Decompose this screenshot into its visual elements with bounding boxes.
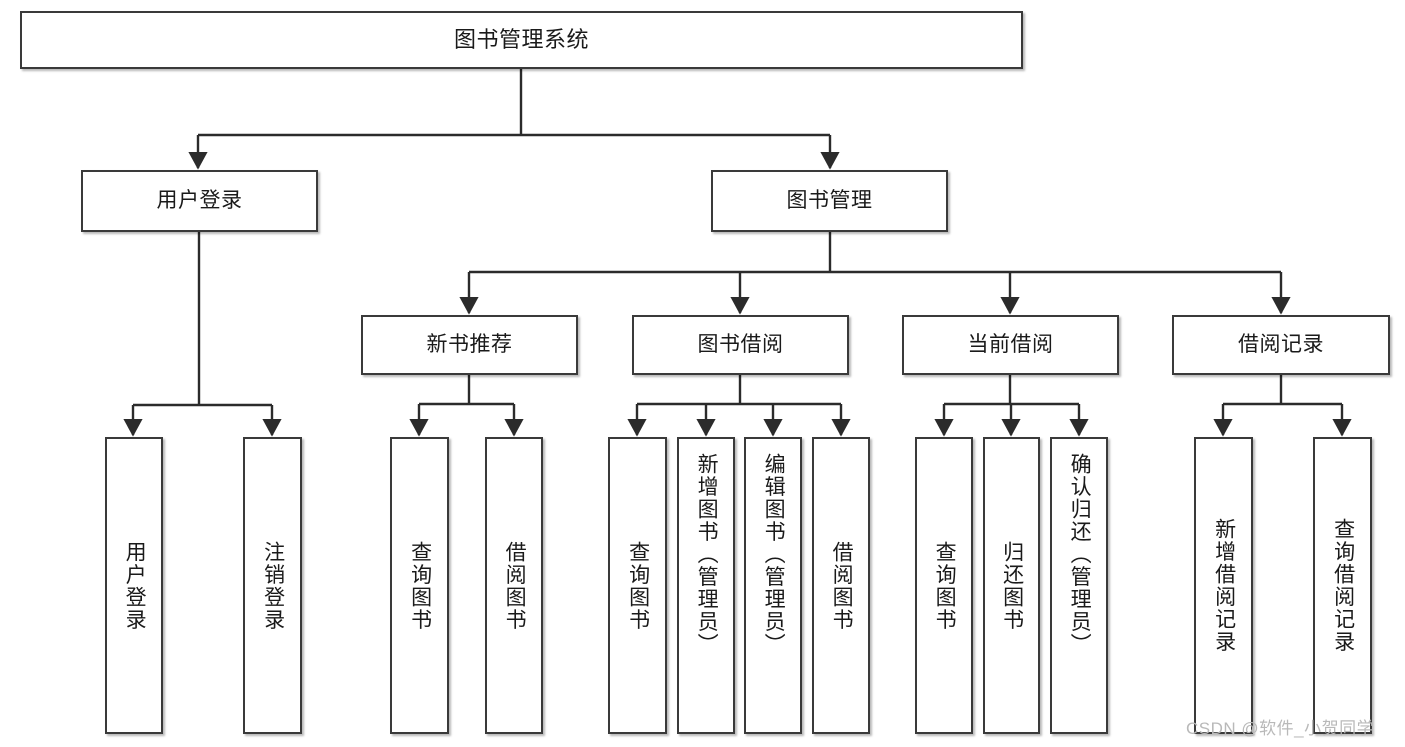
node-label: 确认归还（管理员） [1068,453,1092,656]
node-borrow-record[interactable]: 借阅记录 [1172,315,1390,375]
leaf-record-add-borrow-record[interactable]: 新增借阅记录 [1194,437,1253,734]
leaf-borrow-borrow-book[interactable]: 借阅图书 [812,437,870,734]
node-label: 当前借阅 [967,332,1054,356]
node-book-management-system[interactable]: 图书管理系统 [20,11,1023,69]
node-book-borrow[interactable]: 图书借阅 [632,315,849,375]
node-user-login[interactable]: 用户登录 [81,170,318,232]
leaf-current-return-book[interactable]: 归还图书 [983,437,1040,734]
leaf-borrow-edit-book-admin[interactable]: 编辑图书（管理员） [744,437,802,734]
leaf-borrow-query-book[interactable]: 查询图书 [608,437,667,734]
leaf-borrow-add-book-admin[interactable]: 新增图书（管理员） [677,437,735,734]
node-label: 图书管理系统 [453,27,589,53]
node-label: 图书借阅 [697,332,784,356]
node-label: 借阅图书 [503,540,527,631]
node-label: 注销登录 [261,540,285,631]
node-label: 编辑图书（管理员） [762,453,786,656]
node-book-management[interactable]: 图书管理 [711,170,948,232]
node-label: 查询图书 [626,540,650,631]
node-label: 查询借阅记录 [1331,518,1355,653]
leaf-current-query-book[interactable]: 查询图书 [915,437,973,734]
node-label: 归还图书 [1000,540,1024,631]
node-label: 新增借阅记录 [1212,518,1236,653]
node-label: 用户登录 [156,188,243,212]
leaf-record-query-borrow-record[interactable]: 查询借阅记录 [1313,437,1372,734]
node-label: 查询图书 [408,540,432,631]
leaf-user-login-signout[interactable]: 注销登录 [243,437,302,734]
node-label: 新书推荐 [426,332,513,356]
node-label: 新增图书（管理员） [695,453,719,656]
node-label: 借阅记录 [1238,332,1324,356]
leaf-recommend-borrow-book[interactable]: 借阅图书 [485,437,543,734]
leaf-user-login-signin[interactable]: 用户登录 [105,437,163,734]
node-new-book-recommend[interactable]: 新书推荐 [361,315,578,375]
leaf-recommend-query-book[interactable]: 查询图书 [390,437,449,734]
node-current-borrow[interactable]: 当前借阅 [902,315,1119,375]
node-label: 用户登录 [123,540,147,631]
node-label: 图书管理 [786,188,873,212]
node-label: 借阅图书 [830,540,854,631]
leaf-current-confirm-return-admin[interactable]: 确认归还（管理员） [1050,437,1108,734]
node-label: 查询图书 [933,540,957,631]
